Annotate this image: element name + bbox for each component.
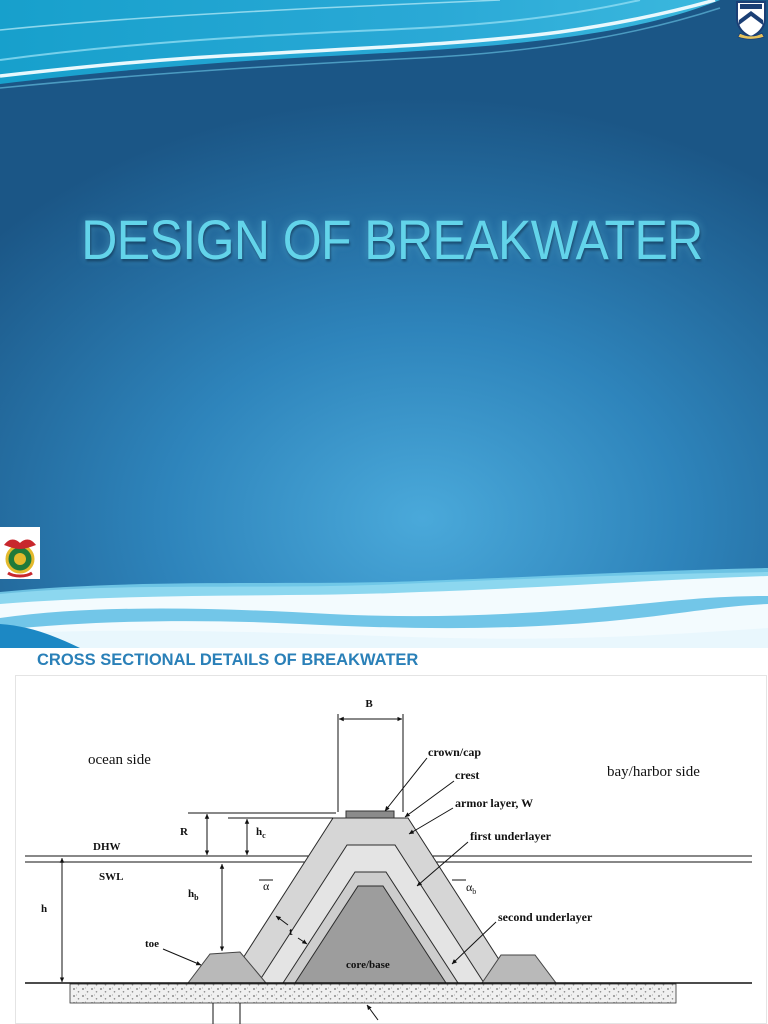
crest-width-label: B [365, 698, 373, 710]
crown-cap [345, 810, 395, 819]
crest-leader [404, 780, 455, 818]
crest-logo-icon [736, 1, 766, 40]
cross-section-slide: CROSS SECTIONAL DETAILS OF BREAKWATER [0, 648, 768, 1024]
slide-heading: CROSS SECTIONAL DETAILS OF BREAKWATER [37, 651, 419, 669]
toe-depth-subscript: b [194, 893, 199, 902]
toe-leader [162, 948, 202, 966]
armor-layer-label: armor layer, W [455, 796, 533, 810]
slope-angle-label: α [263, 879, 270, 893]
toe-depth-label: hb [188, 888, 199, 902]
toe-slope-angle-symbol: α [466, 880, 473, 894]
second-underlayer-label: second underlayer [498, 910, 593, 924]
dimension-lines [59, 714, 466, 1024]
harbor-side-label: bay/harbor side [607, 764, 700, 780]
crown-cap-leader [384, 757, 428, 812]
armor-layer-leader [408, 807, 454, 835]
crown-cap-label: crown/cap [428, 745, 481, 759]
crest-height-label: hc [256, 826, 266, 840]
crest-height-subscript: c [262, 831, 266, 840]
emblem-logo-icon [0, 527, 40, 579]
ocean-side-label: ocean side [88, 752, 151, 768]
swl-label: SWL [99, 871, 123, 883]
title-slide: DESIGN OF BREAKWATER [0, 0, 768, 648]
breakwater-cross-section-diagram: B crown/cap crest armor layer, W first u… [15, 675, 767, 1024]
leader-lines [162, 757, 497, 1021]
first-underlayer-label: first underlayer [470, 829, 552, 843]
slide-title: DESIGN OF BREAKWATER [81, 208, 703, 272]
dhw-label: DHW [93, 841, 121, 853]
thickness-arrow-inner [297, 937, 308, 945]
toe-depth-symbol: h [188, 888, 194, 900]
thickness-label: t [289, 926, 293, 938]
thickness-arrow-outer [275, 915, 289, 926]
r-label: R [180, 826, 189, 838]
toe-label: toe [145, 938, 159, 950]
core-base-label: core/base [346, 959, 390, 971]
top-wave-decoration [0, 0, 721, 89]
toe-slope-angle-subscript: b [472, 887, 476, 896]
gravel-bed [69, 983, 677, 1004]
bottom-wave-decoration [0, 568, 768, 648]
crest-label: crest [455, 768, 479, 782]
crest-height-symbol: h [256, 826, 262, 838]
depth-label: h [41, 903, 47, 915]
second-underlayer-leader [451, 921, 497, 965]
gravel-bed-leader [366, 1004, 379, 1021]
toe-slope-angle-label: αb [466, 880, 476, 896]
first-underlayer-leader [416, 841, 469, 887]
